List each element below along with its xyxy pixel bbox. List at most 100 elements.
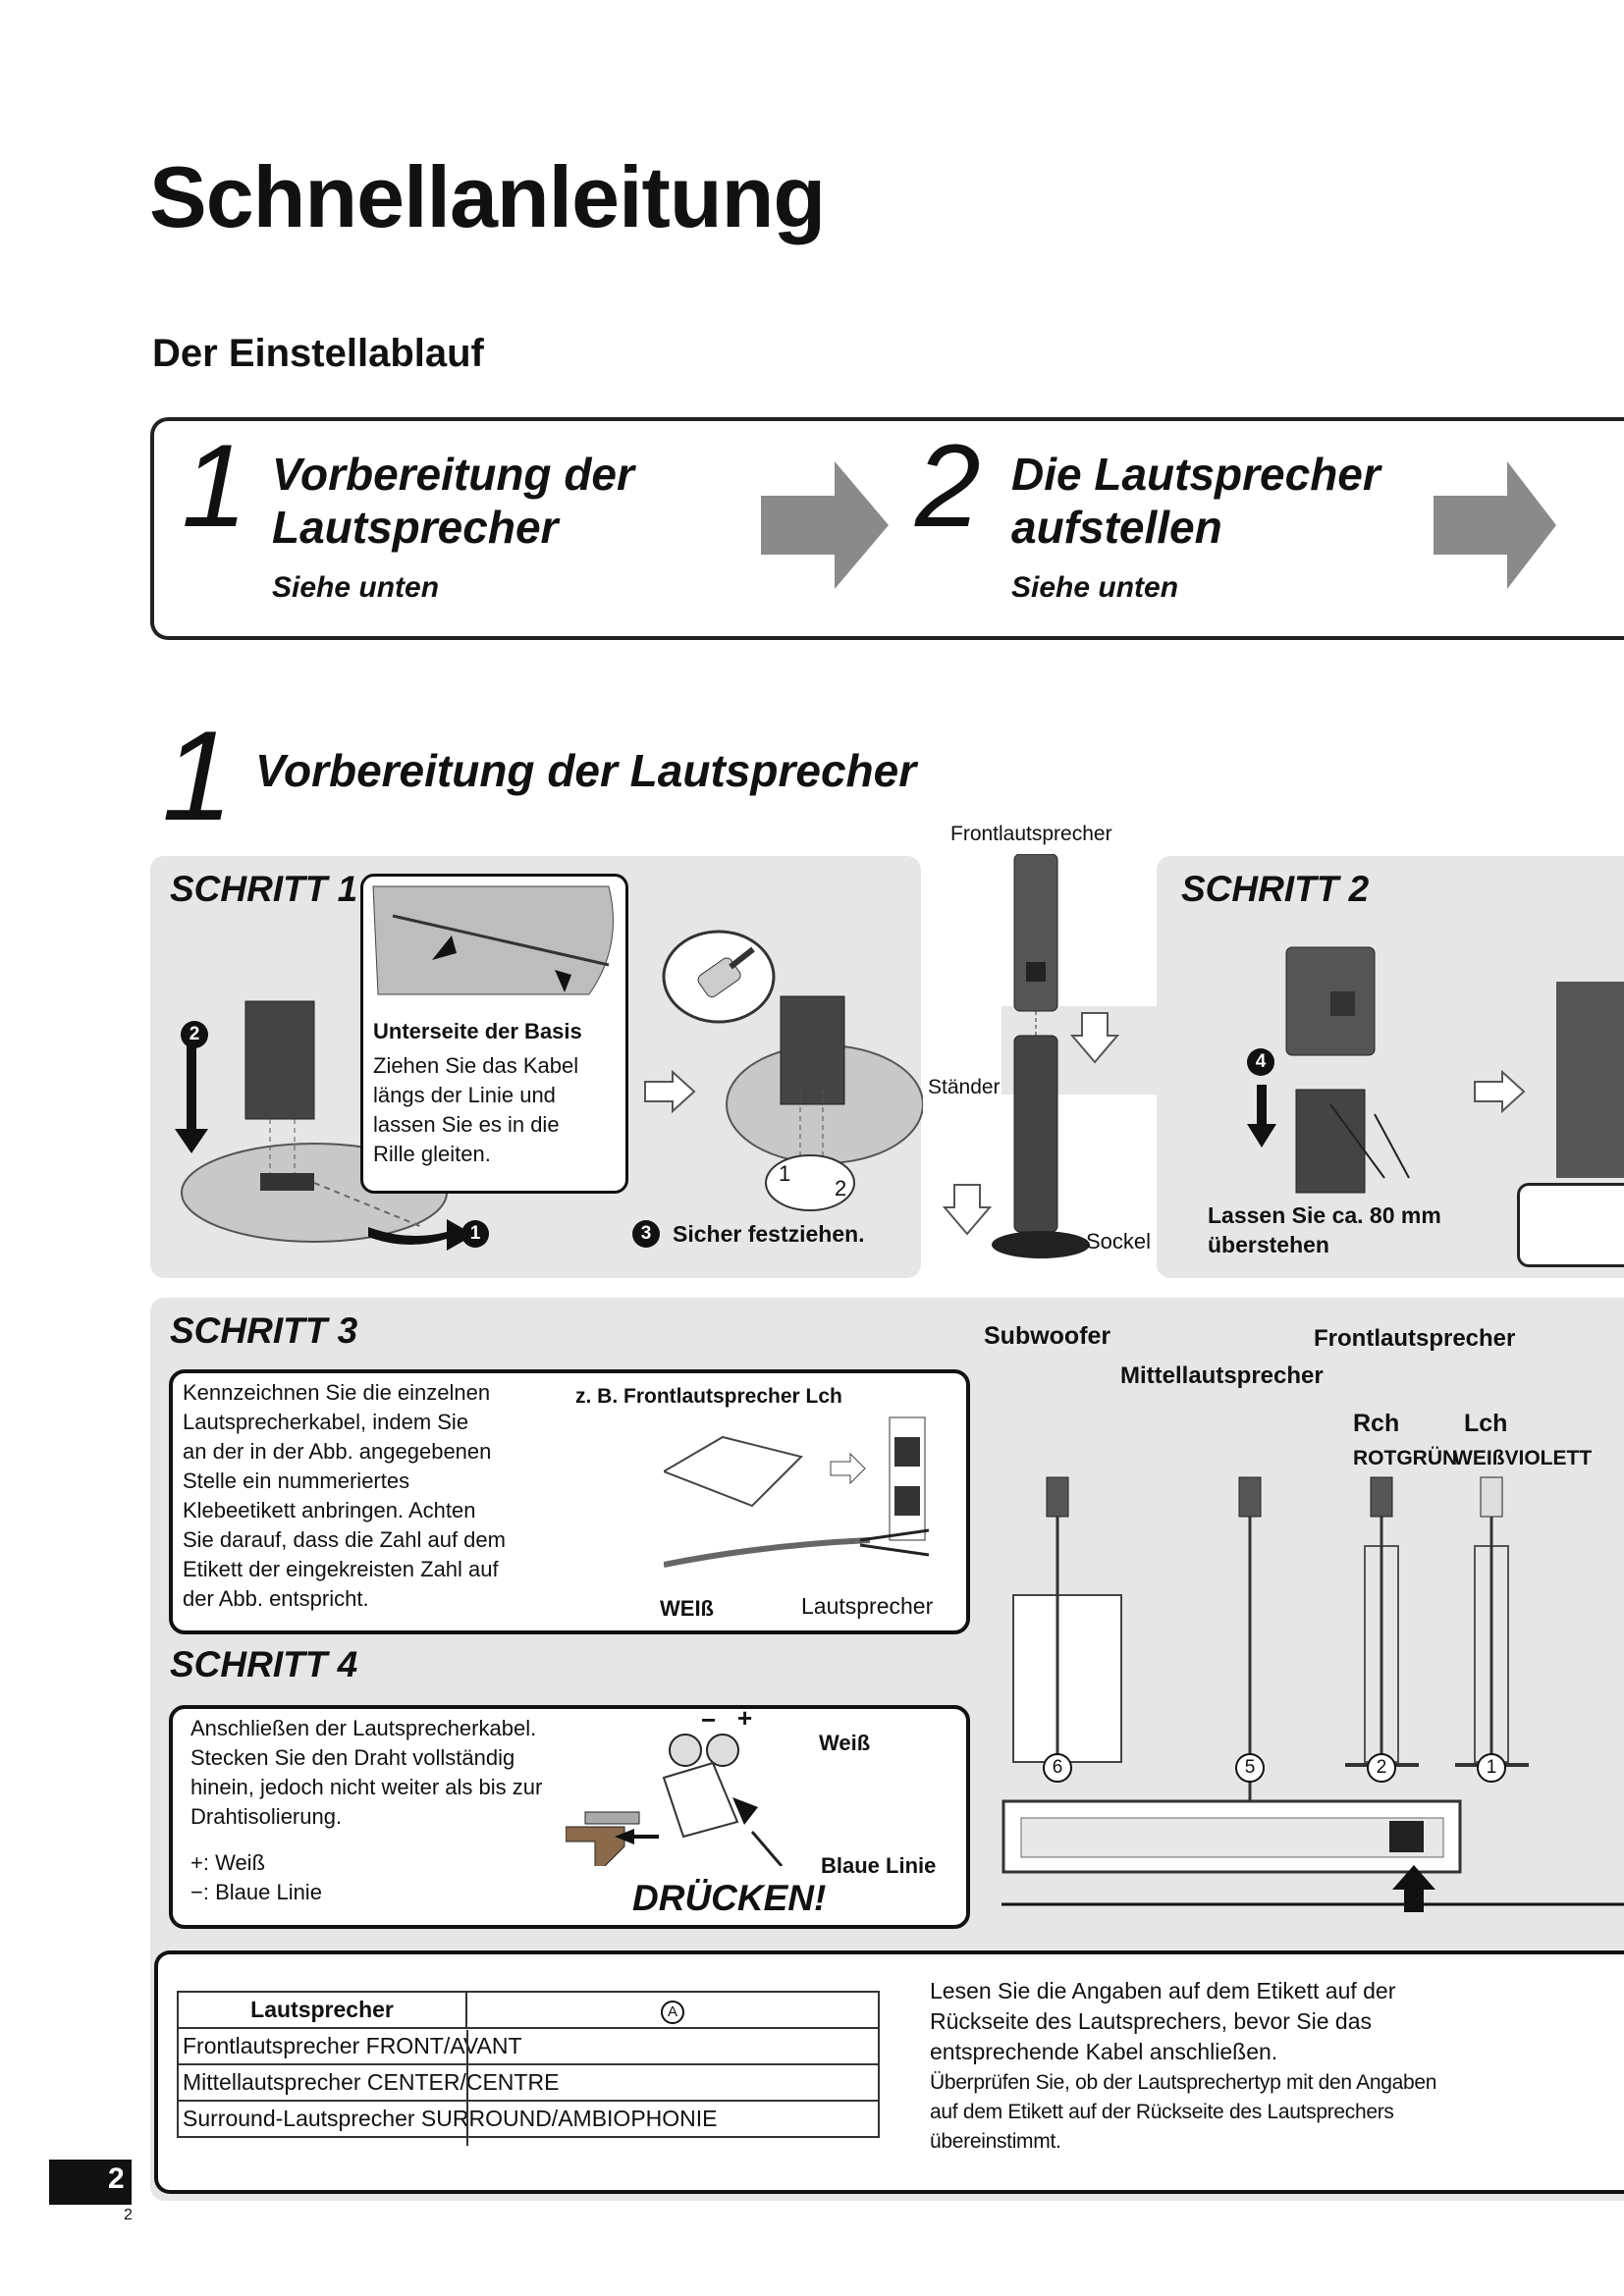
schritt2-note-line1: Lassen Sie ca. 80 mm	[1208, 1201, 1441, 1230]
flow-arrow-icon	[761, 461, 893, 589]
stand-base-screwed-illustration	[717, 991, 923, 1217]
schritt3-line: an der in der Abb. angegebenen	[183, 1437, 506, 1467]
page-title: Schnellanleitung	[149, 147, 825, 247]
table-cell: Frontlautsprecher FRONT/AVANT	[178, 2028, 879, 2064]
front-speaker-label: Frontlautsprecher	[950, 823, 1112, 846]
schritt4-blue-label: Blaue Linie	[821, 1853, 936, 1879]
diagram-lch-label: Lch	[1464, 1410, 1507, 1438]
flow-step1-sub: Siehe unten	[272, 571, 439, 605]
diagram-number-2: 2	[1367, 1753, 1396, 1783]
bottom-note2: Überprüfen Sie, ob der Lautsprechertyp m…	[930, 2068, 1436, 2157]
marker-3-label: 3	[632, 1220, 660, 1248]
flow-step2-number: 2	[915, 422, 981, 550]
speaker-table: Lautsprecher A Frontlautsprecher FRONT/A…	[177, 1991, 880, 2138]
schritt3-line: Sie darauf, dass die Zahl auf dem	[183, 1525, 506, 1555]
label-a-circle: A	[661, 2001, 684, 2024]
schritt4-line: hinein, jedoch nicht weiter als bis zur	[190, 1773, 542, 1802]
note1-line: entsprechende Kabel anschließen.	[930, 2037, 1395, 2067]
schritt4-line: Anschließen der Lautsprecherkabel.	[190, 1714, 542, 1743]
diagram-rch-label: Rch	[1353, 1410, 1399, 1438]
down-arrow-icon	[1070, 1011, 1119, 1065]
schritt4-text: Anschließen der Lautsprecherkabel. Steck…	[190, 1714, 542, 1832]
down-arrow-icon	[1247, 1085, 1276, 1148]
schritt3-example: z. B. Frontlautsprecher Lch	[575, 1385, 842, 1409]
schritt3-line: der Abb. entspricht.	[183, 1584, 506, 1614]
flow-step1-line1: Vorbereitung der	[272, 448, 634, 501]
note2-line: übereinstimmt.	[930, 2127, 1436, 2157]
page-subtitle: Der Einstellablauf	[152, 332, 484, 376]
schritt4-line: Stecken Sie den Draht vollständig	[190, 1743, 542, 1773]
table-row: Mittellautsprecher CENTER/CENTRE	[178, 2064, 879, 2101]
bottom-note1: Lesen Sie die Angaben auf dem Etikett au…	[930, 1976, 1395, 2067]
callout-line: Rille gleiten.	[373, 1140, 578, 1169]
marker-1-label: 1	[461, 1220, 489, 1248]
flow-step2-line2: aufstellen	[1011, 501, 1380, 554]
screw-label-1: 1	[779, 1161, 790, 1187]
diagram-colors-left: WEIßVIOLETT	[1453, 1447, 1592, 1470]
schritt3-line: Klebeetikett anbringen. Achten	[183, 1496, 506, 1525]
schritt4-title: SCHRITT 4	[170, 1644, 357, 1685]
note2-line: Überprüfen Sie, ob der Lautsprechertyp m…	[930, 2068, 1436, 2098]
marker-4-label: 4	[1247, 1048, 1274, 1076]
number-5-label: 5	[1235, 1753, 1265, 1783]
schritt4-minus: −: Blaue Linie	[190, 1878, 322, 1907]
diagram-number-1: 1	[1477, 1753, 1506, 1783]
section1-number: 1	[162, 707, 233, 844]
schritt2-note: Lassen Sie ca. 80 mm überstehen	[1208, 1201, 1441, 1259]
base-sockel-illustration	[987, 1227, 1095, 1266]
schritt3-title: SCHRITT 3	[170, 1310, 357, 1352]
marker-1: 1	[461, 1220, 489, 1248]
page-number: 2	[108, 2163, 125, 2196]
partial-speaker-illustration	[1556, 982, 1624, 1178]
tighten-label: Sicher festziehen.	[673, 1221, 865, 1248]
note1-line: Lesen Sie die Angaben auf dem Etikett au…	[930, 1976, 1395, 2006]
callout-line: längs der Linie und	[373, 1081, 578, 1110]
note2-line: auf dem Etikett auf der Rückseite des La…	[930, 2098, 1436, 2127]
schritt2-title: SCHRITT 2	[1181, 869, 1369, 910]
next-arrow-icon	[643, 1070, 697, 1114]
pull-arrow-icon	[368, 1207, 476, 1256]
callout-line: lassen Sie es in die	[373, 1110, 578, 1140]
section1-title: Vorbereitung der Lautsprecher	[255, 744, 916, 797]
press-label: DRÜCKEN!	[632, 1878, 826, 1919]
down-arrow-icon	[943, 1183, 992, 1237]
number-6-label: 6	[1043, 1753, 1072, 1783]
schritt3-text: Kennzeichnen Sie die einzelnen Lautsprec…	[183, 1378, 506, 1614]
diagram-center-label: Mittellautsprecher	[1120, 1362, 1324, 1390]
schritt3-white-label: WEIß	[660, 1596, 714, 1622]
schritt1-title: SCHRITT 1	[170, 869, 357, 910]
diagram-colors-right: ROTGRÜN	[1353, 1447, 1457, 1470]
callout-text: Ziehen Sie das Kabel längs der Linie und…	[373, 1051, 578, 1169]
schritt3-speaker-label: Lautsprecher	[801, 1593, 933, 1620]
stand-label: Ständer	[928, 1076, 1001, 1099]
schritt2-note-line2: überstehen	[1208, 1230, 1441, 1259]
schritt4-white-label: Weiß	[819, 1731, 870, 1756]
table-row: Frontlautsprecher FRONT/AVANT	[178, 2028, 879, 2064]
flow-step2-sub: Siehe unten	[1011, 571, 1178, 605]
next-arrow-icon	[1473, 1070, 1527, 1114]
note1-line: Rückseite des Lautsprechers, bevor Sie d…	[930, 2006, 1395, 2037]
flow-step1-line2: Lautsprecher	[272, 501, 634, 554]
screw-label-2: 2	[835, 1176, 846, 1201]
base-underside-illustration	[363, 877, 625, 1009]
diagram-number-5: 5	[1235, 1753, 1265, 1783]
wiring-diagram	[1001, 1472, 1624, 1914]
diagram-subwoofer-label: Subwoofer	[984, 1322, 1110, 1351]
schritt3-line: Lautsprecherkabel, indem Sie	[183, 1408, 506, 1437]
marker-2: 2	[181, 1021, 208, 1048]
callout-line: Ziehen Sie das Kabel	[373, 1051, 578, 1081]
table-cell: Mittellautsprecher CENTER/CENTRE	[178, 2064, 879, 2101]
flow-step2-line1: Die Lautsprecher	[1011, 448, 1380, 501]
front-speaker-illustration	[1006, 854, 1065, 1276]
schritt4-box: Anschließen der Lautsprecherkabel. Steck…	[169, 1705, 970, 1929]
schritt3-box: Kennzeichnen Sie die einzelnen Lautsprec…	[169, 1369, 970, 1634]
schritt4-plus: +: Weiß	[190, 1848, 265, 1878]
terminal-press-illustration	[566, 1729, 801, 1866]
label-sticker-illustration	[664, 1413, 958, 1579]
flow-step1-number: 1	[182, 422, 247, 550]
diagram-number-6: 6	[1043, 1753, 1072, 1783]
schritt4-line: Drahtisolierung.	[190, 1802, 542, 1832]
table-header-speaker: Lautsprecher	[178, 1992, 466, 2028]
diagram-front-label: Frontlautsprecher	[1314, 1325, 1515, 1353]
marker-3: 3	[632, 1220, 660, 1248]
